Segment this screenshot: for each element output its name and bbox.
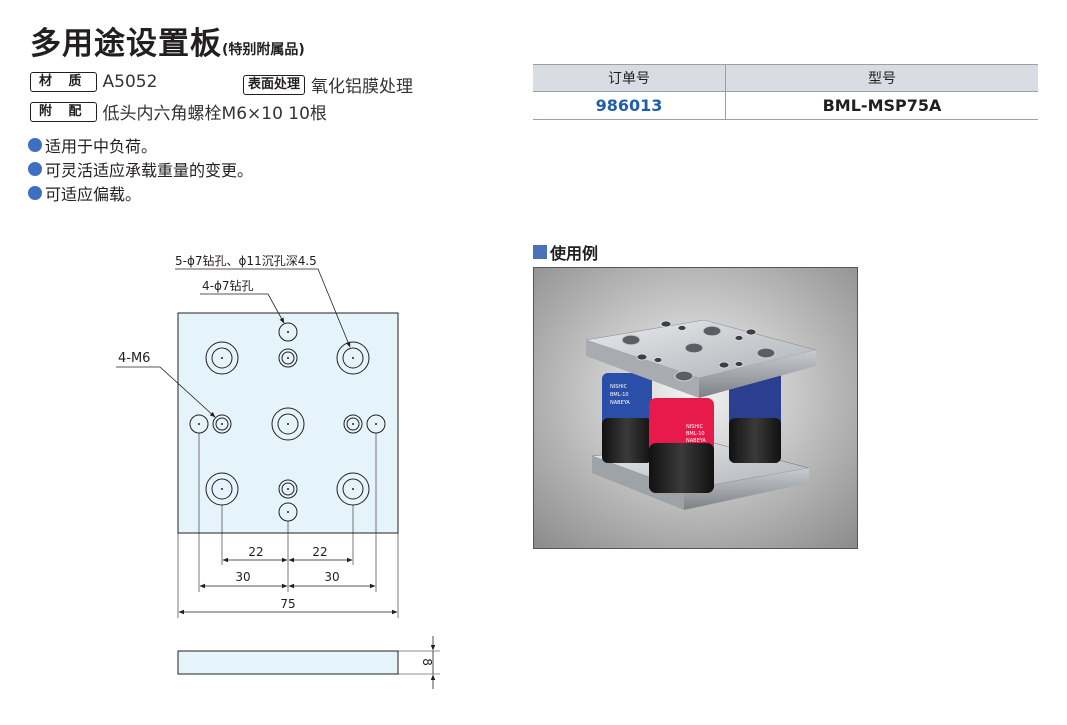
dimension-lines (178, 557, 398, 615)
order-table: 订单号 型号 986013 BML-MSP75A (533, 64, 1038, 120)
counterbore-hole (205, 341, 239, 375)
mount-blue-back: NISHIC BML-10 NABEYA (602, 373, 652, 463)
table-row: 986013 BML-MSP75A (533, 91, 1038, 120)
svg-text:NABEYA: NABEYA (686, 438, 706, 444)
spec-accessory-row: 附 配 低头内六角螺栓M6×10 10根 (30, 99, 327, 124)
feature-item: 适用于中负荷。 (28, 133, 157, 157)
title-sub: (特别附属品) (222, 42, 305, 58)
mount-red-front: NISHIC BML-10 NABEYA (649, 398, 714, 493)
bullet-dot-icon (28, 162, 42, 176)
svg-text:BML-10: BML-10 (610, 392, 629, 398)
bullet-dot-icon (28, 186, 42, 200)
tapped-hole (278, 479, 298, 499)
dim-30-left: 30 (235, 570, 250, 584)
callout-leaders (116, 268, 351, 418)
example-title-text: 使用例 (550, 244, 599, 263)
svg-text:NISHIC: NISHIC (686, 424, 704, 430)
svg-text:NISHIC: NISHIC (610, 384, 628, 390)
material-tag: 材 质 (30, 72, 97, 92)
callout-tap: 4-M6 (118, 351, 150, 366)
material-value: A5052 (102, 72, 158, 92)
callout-drill: 4-ϕ7钻孔 (202, 278, 254, 293)
feature-item: 可灵活适应承载重量的变更。 (28, 157, 253, 181)
tapped-hole (212, 414, 232, 434)
svg-text:NABEYA: NABEYA (610, 400, 630, 406)
header-model: 型号 (725, 64, 1038, 92)
mount-blue-right (729, 368, 781, 463)
accessory-tag: 附 配 (30, 101, 97, 122)
tapped-holes (212, 348, 363, 499)
top-plate (585, 319, 817, 398)
header-order-number: 订单号 (533, 64, 726, 92)
plate-side-view (177, 650, 399, 675)
surface-tag: 表面处理 (243, 74, 306, 95)
feature-item: 可适应偏载。 (28, 181, 141, 205)
usage-example-photo: NISHIC BML-10 NABEYA NISHIC BML-10 NABEY… (533, 267, 858, 549)
order-table-container: 订单号 型号 986013 BML-MSP75A (533, 64, 1038, 120)
feature-text: 可灵活适应承载重量的变更。 (45, 161, 254, 180)
feature-text: 可适应偏载。 (45, 185, 142, 204)
surface-value: 氧化铝膜处理 (311, 77, 414, 97)
spec-surface-row: 表面处理 氧化铝膜处理 (243, 72, 413, 97)
counterbore-hole (271, 407, 305, 441)
feature-text: 适用于中负荷。 (45, 137, 158, 156)
dim-22-left: 22 (248, 545, 263, 559)
model-cell: BML-MSP75A (725, 91, 1038, 120)
dim-22-right: 22 (312, 545, 327, 559)
order-number-cell: 986013 (533, 91, 726, 120)
technical-drawing: 5-ϕ7钻孔、ϕ11沉孔深4.5 4-ϕ7钻孔 4-M6 22 22 30 30… (116, 253, 440, 689)
title-main: 多用途设置板 (30, 26, 222, 62)
tapped-hole (278, 348, 298, 368)
page-title: 多用途设置板(特别附属品) (30, 18, 305, 63)
heading-square-icon (533, 245, 547, 259)
spec-material-row: 材 质 A5052 (30, 72, 157, 92)
bullet-dot-icon (28, 138, 42, 152)
center-marks (198, 331, 377, 513)
order-table-header: 订单号 型号 (533, 64, 1038, 92)
dim-75: 75 (280, 597, 295, 611)
extension-lines (177, 433, 399, 618)
callout-counterbore: 5-ϕ7钻孔、ϕ11沉孔深4.5 (175, 253, 317, 268)
svg-text:BML-10: BML-10 (686, 431, 705, 437)
tapped-hole (343, 414, 363, 434)
counterbore-hole (336, 341, 370, 375)
drill-hole (278, 322, 298, 342)
accessory-value: 低头内六角螺栓M6×10 10根 (102, 104, 327, 124)
dim-8: 8 (420, 658, 434, 666)
dim-30-right: 30 (324, 570, 339, 584)
example-heading: 使用例 (533, 240, 598, 264)
